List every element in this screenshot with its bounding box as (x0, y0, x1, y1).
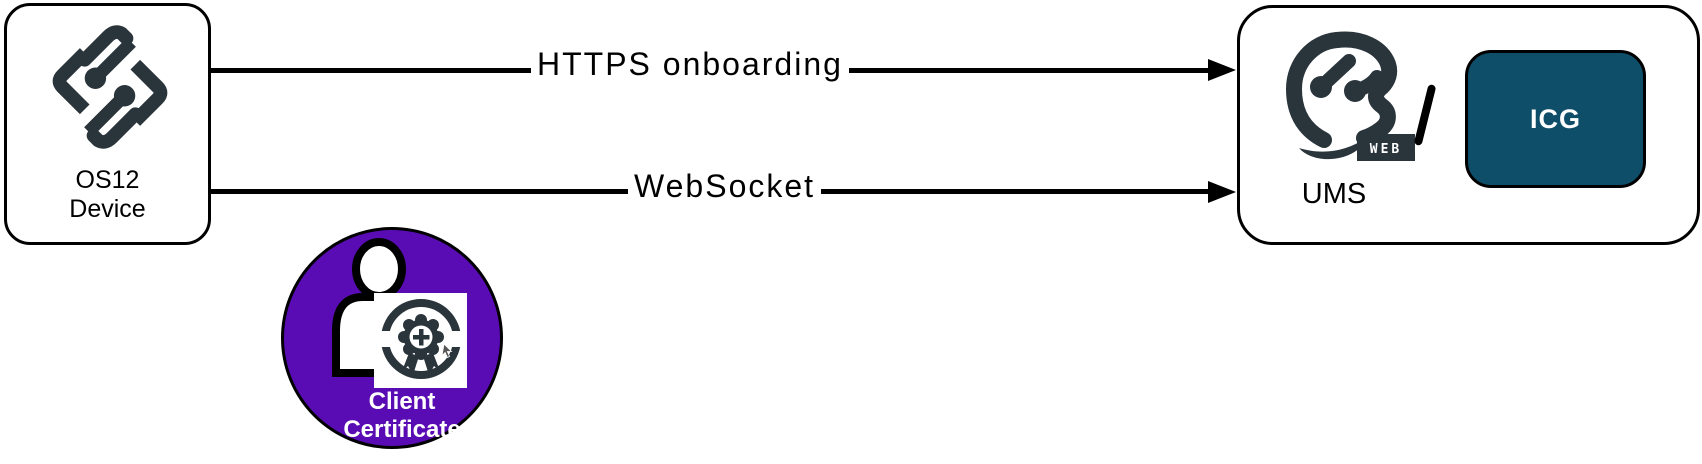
device-box-label: OS12 Device (7, 166, 208, 224)
ums-server-box: WEB UMS ICG (1237, 5, 1700, 245)
person-certificate-icon (332, 238, 467, 388)
igel-os-logo-icon (52, 25, 168, 149)
certificate-label-line2: Certificate (343, 416, 461, 443)
certificate-label: Client Certificate (302, 388, 502, 444)
icg-box: ICG (1465, 50, 1646, 188)
slash-separator (1413, 83, 1437, 147)
ums-label: UMS (1301, 178, 1367, 210)
icg-label: ICG (1529, 103, 1581, 134)
https-onboarding-arrow-label: HTTPS onboarding (531, 46, 849, 83)
web-badge: WEB (1357, 134, 1415, 161)
device-box: OS12 Device (4, 3, 211, 245)
websocket-arrow-label: WebSocket (628, 168, 822, 205)
device-name-line2: Device (69, 195, 146, 223)
mouse-cursor-icon (441, 343, 453, 359)
https-onboarding-arrowhead-icon (1208, 59, 1236, 81)
ums-web-logo-icon: WEB (1285, 31, 1415, 161)
websocket-arrowhead-icon (1208, 181, 1236, 203)
device-name-line1: OS12 (75, 166, 140, 194)
web-badge-label: WEB (1370, 142, 1402, 157)
certificate-label-line1: Client (368, 388, 436, 415)
